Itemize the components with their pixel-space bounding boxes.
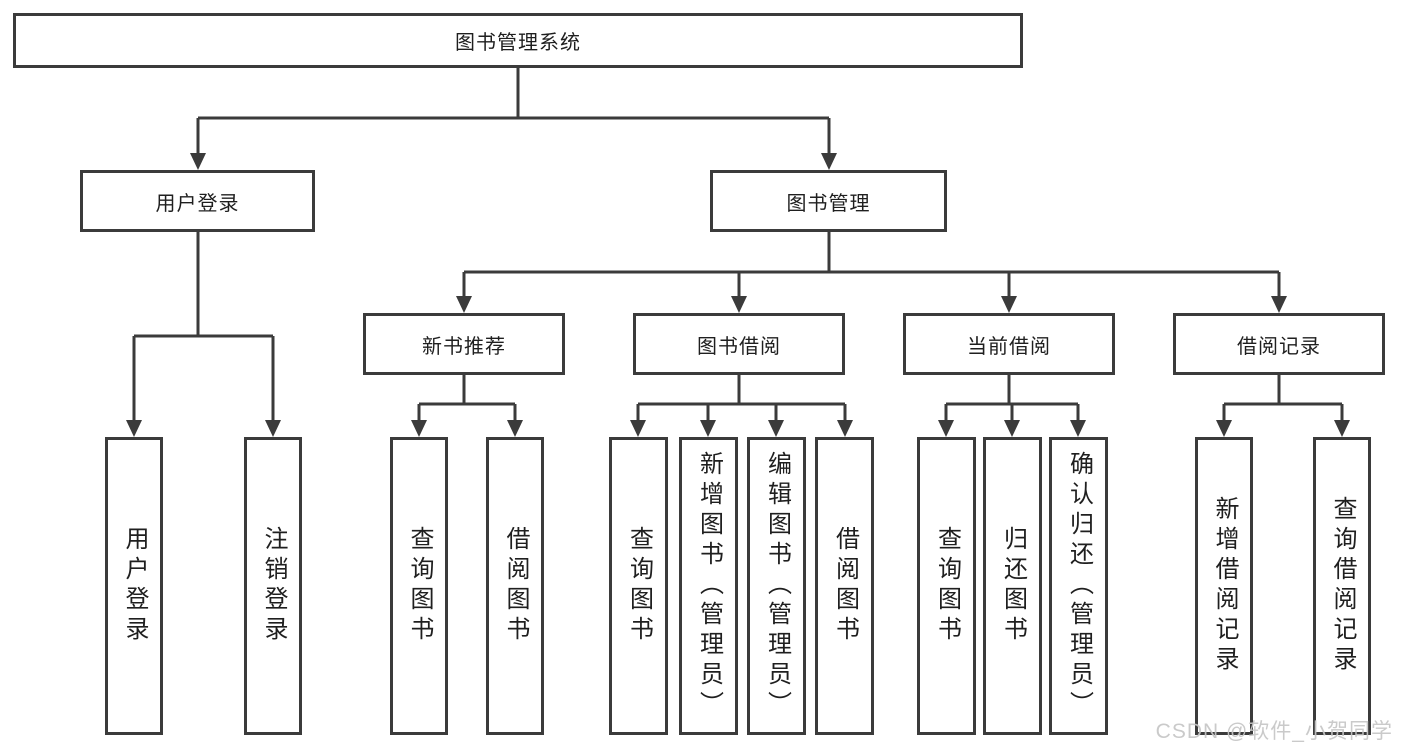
node-label: 当前借阅 <box>967 335 1051 358</box>
node-leaf-add-books: 新增图书（管理员） <box>679 437 738 735</box>
node-borrow-records: 借阅记录 <box>1173 313 1385 375</box>
node-label: 用户登录 <box>121 526 148 646</box>
node-new-book-recommend: 新书推荐 <box>363 313 565 375</box>
node-leaf-query-books-1: 查询图书 <box>390 437 448 735</box>
node-current-borrowing: 当前借阅 <box>903 313 1115 375</box>
node-label: 新增图书（管理员） <box>695 451 723 721</box>
node-leaf-borrow-books-1: 借阅图书 <box>486 437 544 735</box>
node-label: 新书推荐 <box>422 335 506 358</box>
watermark: CSDN @软件_小贺同学 <box>1155 720 1393 743</box>
node-label: 图书管理 <box>786 192 871 215</box>
node-leaf-confirm-return: 确认归还（管理员） <box>1049 437 1108 735</box>
node-label: 查询图书 <box>625 526 653 646</box>
node-book-borrowing: 图书借阅 <box>633 313 845 375</box>
node-label: 查询借阅记录 <box>1329 496 1356 676</box>
node-label: 借阅图书 <box>502 526 529 646</box>
node-label: 图书借阅 <box>697 335 781 358</box>
node-label: 注销登录 <box>260 526 287 646</box>
node-leaf-add-borrow-record: 新增借阅记录 <box>1195 437 1253 735</box>
node-label: 查询图书 <box>933 526 961 646</box>
node-leaf-user-login: 用户登录 <box>105 437 163 735</box>
node-label: 用户登录 <box>155 192 240 215</box>
node-label: 新增借阅记录 <box>1211 496 1238 676</box>
node-leaf-query-books-2: 查询图书 <box>609 437 668 735</box>
node-book-management: 图书管理 <box>710 170 947 232</box>
node-label: 查询图书 <box>406 526 433 646</box>
node-label: 借阅记录 <box>1237 335 1321 358</box>
node-label: 图书管理系统 <box>455 32 581 54</box>
node-root: 图书管理系统 <box>13 13 1023 68</box>
node-label: 编辑图书（管理员） <box>763 451 791 721</box>
node-leaf-query-borrow-record: 查询借阅记录 <box>1313 437 1371 735</box>
node-label: 借阅图书 <box>831 526 859 646</box>
node-leaf-query-books-3: 查询图书 <box>917 437 976 735</box>
node-leaf-borrow-books-2: 借阅图书 <box>815 437 874 735</box>
node-label: 归还图书 <box>999 526 1027 646</box>
node-user-login-group: 用户登录 <box>80 170 315 232</box>
node-label: 确认归还（管理员） <box>1065 451 1093 721</box>
node-leaf-return-books: 归还图书 <box>983 437 1042 735</box>
node-leaf-edit-books: 编辑图书（管理员） <box>747 437 806 735</box>
node-leaf-logout: 注销登录 <box>244 437 302 735</box>
